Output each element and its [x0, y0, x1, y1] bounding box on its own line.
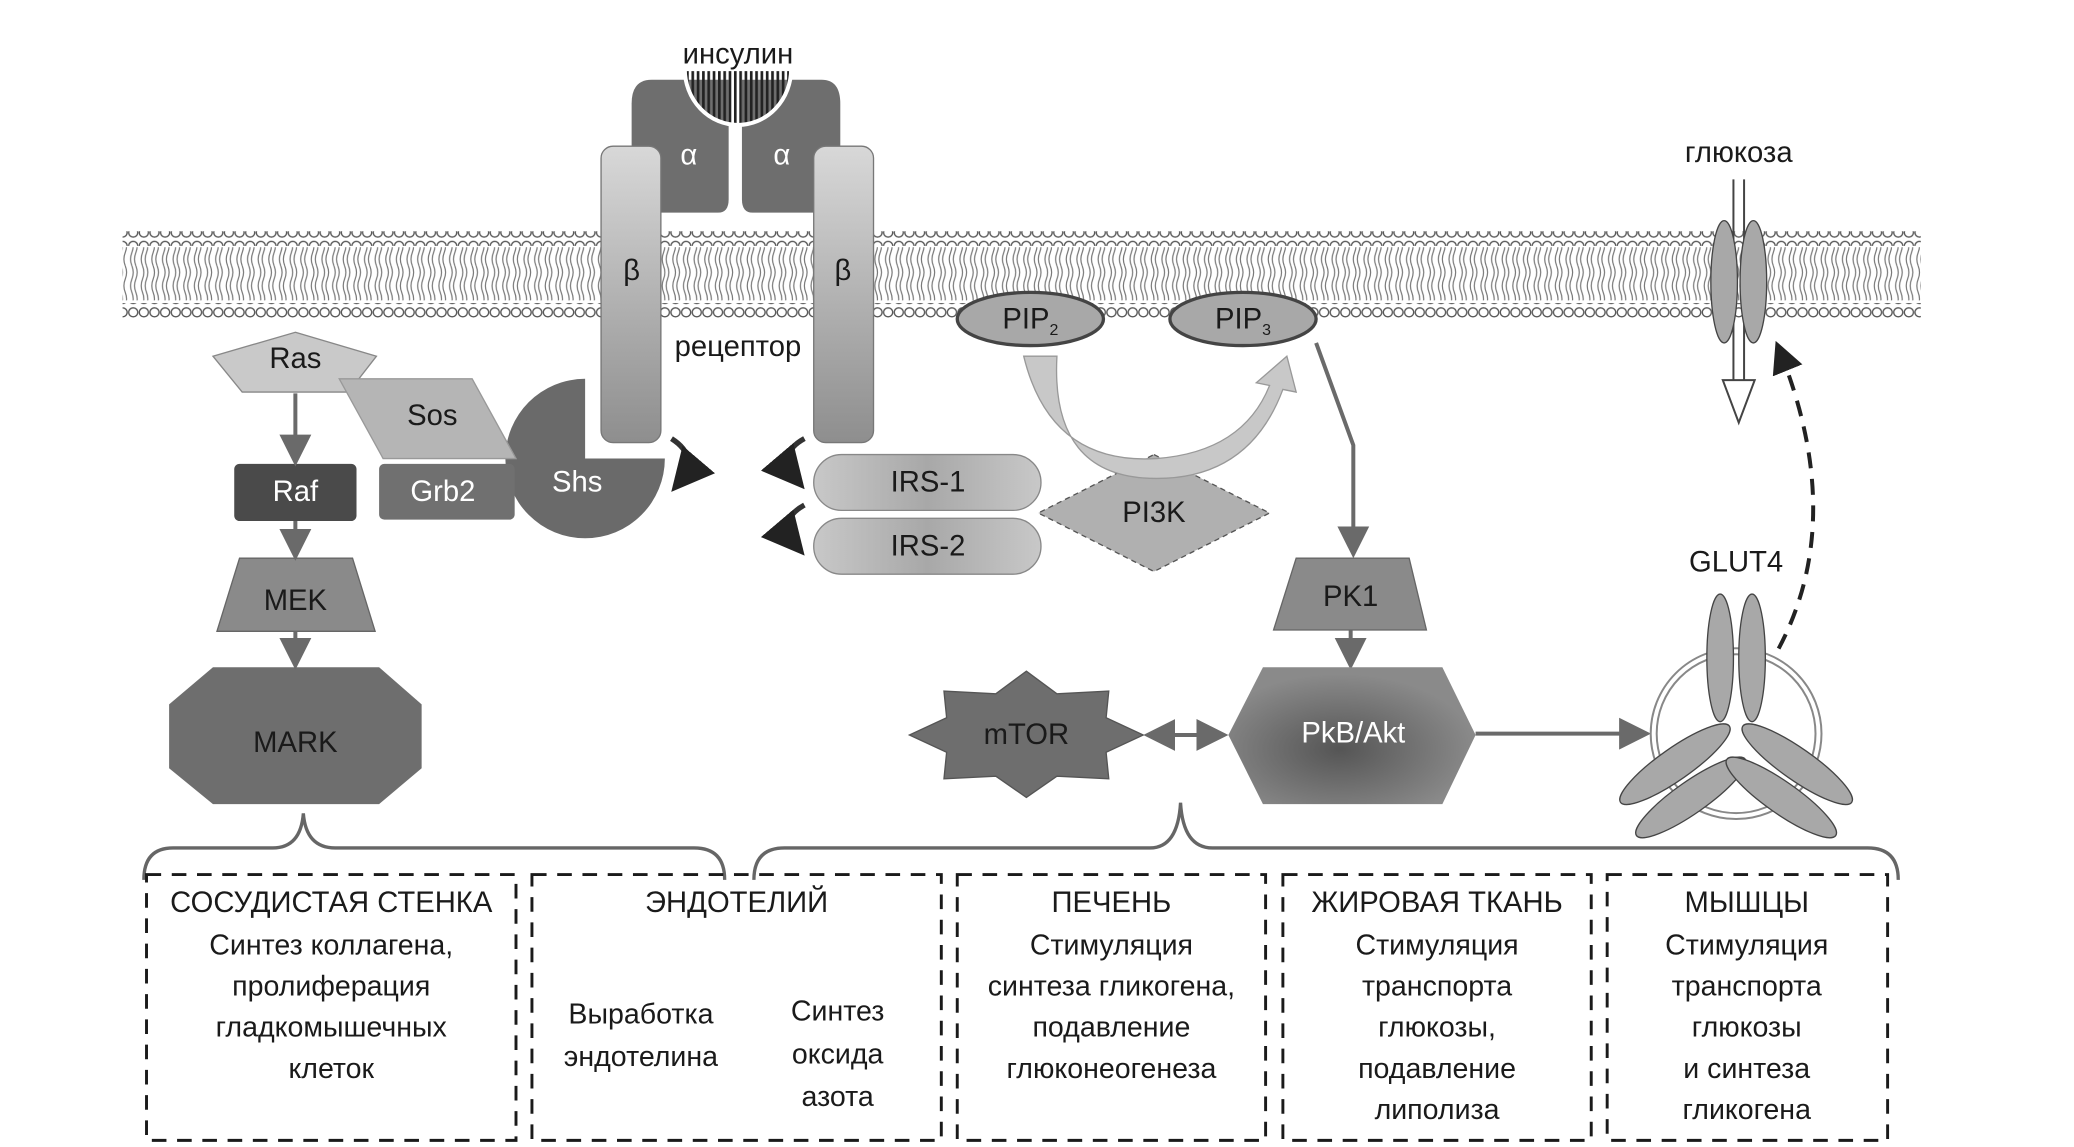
beta-label: β — [835, 255, 852, 287]
box-adipose-tissue: ЖИРОВАЯ ТКАНЬ Стимуляция транспорта глюк… — [1281, 873, 1593, 1142]
curved-arrow-icon — [669, 436, 806, 556]
conversion-arrow — [1022, 354, 1298, 480]
irs1-node — [813, 453, 1042, 512]
alpha-label: α — [773, 140, 790, 172]
svg-text:Синтез: Синтез — [791, 996, 884, 1028]
receptor-label: рецептор — [675, 331, 802, 363]
beta-label: β — [623, 255, 640, 287]
glut4-label: GLUT4 — [1689, 546, 1783, 578]
pkb-akt-node — [1228, 667, 1476, 805]
svg-text:липолиза: липолиза — [1375, 1094, 1500, 1126]
mark-label: MARK — [253, 727, 338, 759]
mek-node — [216, 557, 377, 632]
sos-node — [338, 378, 518, 460]
ras-node — [211, 331, 378, 393]
svg-text:синтеза гликогена,: синтеза гликогена, — [988, 970, 1235, 1002]
svg-text:Синтез коллагена,: Синтез коллагена, — [209, 929, 453, 961]
translocation-dashed-arrow — [1772, 340, 1816, 650]
shs-label: Shs — [552, 467, 602, 499]
svg-text:Стимуляция: Стимуляция — [1665, 929, 1828, 961]
svg-text:ЭНДОТЕЛИЙ: ЭНДОТЕЛИЙ — [645, 885, 828, 919]
svg-text:Выработка: Выработка — [568, 998, 713, 1030]
raf-label: Raf — [273, 476, 319, 508]
svg-text:ЖИРОВАЯ ТКАНЬ: ЖИРОВАЯ ТКАНЬ — [1311, 887, 1562, 919]
svg-text:МЫШЦЫ: МЫШЦЫ — [1684, 887, 1808, 919]
beta-subunit-left — [600, 145, 662, 444]
box-liver: ПЕЧЕНЬ Стимуляция синтеза гликогена, под… — [955, 873, 1268, 1142]
mtor-node — [907, 670, 1145, 799]
pip2-label: PIP2 — [1002, 303, 1058, 339]
svg-text:глюкозы: глюкозы — [1692, 1012, 1802, 1044]
irs2-label: IRS-2 — [891, 530, 966, 562]
svg-text:клеток: клеток — [288, 1053, 374, 1085]
svg-text:ПЕЧЕНЬ: ПЕЧЕНЬ — [1052, 887, 1172, 919]
svg-text:гликогена: гликогена — [1683, 1094, 1812, 1126]
glucose-label: глюкоза — [1685, 137, 1793, 169]
box-vascular-wall: СОСУДИСТАЯ СТЕНКА Синтез коллагена, прол… — [145, 873, 518, 1142]
svg-text:подавление: подавление — [1358, 1053, 1516, 1085]
mtor-label: mTOR — [984, 719, 1070, 751]
svg-text:Стимуляция: Стимуляция — [1355, 929, 1518, 961]
svg-text:Стимуляция: Стимуляция — [1030, 929, 1193, 961]
svg-text:оксида: оксида — [792, 1038, 884, 1070]
svg-text:и синтеза: и синтеза — [1683, 1053, 1810, 1085]
box-endothelium: ЭНДОТЕЛИЙ Выработка эндотелина Синтез ок… — [530, 873, 943, 1142]
glut4-vesicle — [1619, 593, 1854, 839]
pip3-node — [1168, 290, 1318, 348]
alpha-label: α — [680, 140, 697, 172]
insulin-molecule — [682, 67, 794, 127]
left-brace — [142, 813, 727, 880]
svg-text:подавление: подавление — [1032, 1012, 1190, 1044]
shs-node — [505, 378, 665, 539]
grb2-label: Grb2 — [410, 476, 475, 508]
irs2-node — [813, 517, 1042, 575]
irs1-label: IRS-1 — [891, 467, 966, 499]
cell-membrane — [122, 231, 1921, 318]
grb2-node — [379, 463, 515, 520]
svg-text:транспорта: транспорта — [1362, 970, 1512, 1002]
pip3-label: PIP3 — [1215, 303, 1271, 339]
mek-label: MEK — [264, 585, 328, 617]
svg-text:эндотелина: эндотелина — [564, 1041, 718, 1073]
pi3k-label: PI3K — [1122, 497, 1186, 529]
insulin-receptor: α α β β — [600, 67, 875, 444]
beta-subunit-right — [813, 145, 875, 444]
svg-text:пролиферация: пролиферация — [232, 970, 430, 1002]
svg-text:глюкозы,: глюкозы, — [1378, 1012, 1496, 1044]
arrow — [1314, 342, 1370, 559]
pip2-node — [955, 290, 1106, 348]
pk1-node — [1272, 557, 1428, 631]
pkb-akt-label: PkB/Akt — [1301, 718, 1405, 750]
glucose-transporter — [1710, 179, 1768, 426]
mark-node — [169, 667, 422, 805]
sos-label: Sos — [407, 400, 457, 432]
insulin-label: инсулин — [683, 39, 794, 71]
svg-text:гладкомышечных: гладкомышечных — [216, 1012, 447, 1044]
svg-text:транспорта: транспорта — [1672, 970, 1822, 1002]
svg-text:азота: азота — [802, 1081, 874, 1113]
svg-text:СОСУДИСТАЯ СТЕНКА: СОСУДИСТАЯ СТЕНКА — [170, 887, 493, 919]
raf-node — [234, 463, 357, 522]
ras-label: Ras — [269, 343, 321, 375]
right-brace — [752, 802, 1900, 880]
svg-text:глюконеогенеза: глюконеогенеза — [1007, 1053, 1217, 1085]
pk1-label: PK1 — [1323, 581, 1378, 613]
box-muscles: МЫШЦЫ Стимуляция транспорта глюкозы и си… — [1605, 873, 1890, 1142]
